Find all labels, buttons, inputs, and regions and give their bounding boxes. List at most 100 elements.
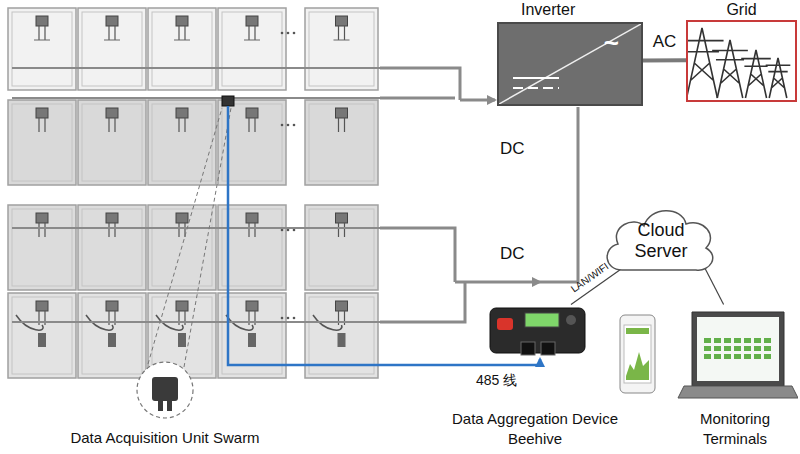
solar-panel (78, 8, 146, 90)
panel-lead (339, 118, 345, 132)
laptop-lid (692, 312, 784, 386)
junction-box (336, 213, 348, 223)
solar-panel (78, 205, 146, 290)
solar-panel (8, 205, 76, 290)
panel-lead (334, 40, 350, 41)
edge-label: AC (651, 33, 679, 52)
ellipsis-dot (281, 124, 284, 127)
panel-frame (152, 104, 212, 181)
screen-cell (754, 346, 761, 351)
phone-screen (624, 325, 651, 383)
panel-frame (309, 297, 374, 374)
laptop-base (678, 386, 798, 398)
panel-connector (248, 333, 256, 347)
ellipsis-dot (287, 229, 290, 232)
beehive-device (445, 300, 625, 370)
solar-panel (148, 100, 216, 185)
panel-frame (222, 12, 282, 86)
junction-box (176, 16, 188, 26)
junction-box (36, 108, 48, 118)
panel-frame (12, 104, 72, 181)
panel-frame (12, 209, 72, 286)
screen-cell (724, 354, 731, 359)
screen-cell (754, 338, 761, 343)
dc-symbol (513, 77, 559, 79)
pylon-group (688, 22, 795, 100)
aggregation-device-node: Data Aggregation Device Beehive (445, 300, 625, 452)
screen-cell (764, 346, 771, 351)
junction-box (176, 108, 188, 118)
ac-symbol: ~ (604, 28, 619, 59)
node-heading: Grid (686, 1, 797, 19)
acquisition-unit-icon (152, 377, 178, 401)
screen-cell (764, 338, 771, 343)
node-label: Data Acquisition Unit Swarm (30, 429, 300, 446)
screen-cell (704, 354, 711, 359)
junction-box (246, 16, 258, 26)
phone-chart (626, 352, 649, 380)
device-knob (566, 315, 576, 325)
solar-panel (8, 8, 76, 90)
junction-box (246, 301, 258, 311)
dc-wire (540, 107, 578, 282)
panel-frame (222, 209, 282, 286)
solar-panel (305, 205, 378, 290)
junction-box (176, 301, 188, 311)
pylon (766, 58, 791, 98)
swarm-callout (30, 355, 300, 425)
connector-line (643, 58, 686, 62)
panel-frame (12, 297, 72, 374)
solar-panel (305, 8, 378, 90)
screen-cell (704, 346, 711, 351)
panel-lead (34, 40, 50, 41)
panel-lead (174, 40, 190, 41)
panel-frame (222, 297, 282, 374)
screen-cell (724, 338, 731, 343)
acquisition-unit (222, 96, 234, 106)
panel-frame (82, 104, 142, 181)
panel-lead (39, 118, 45, 132)
junction-box (336, 16, 348, 26)
screen-cell (724, 346, 731, 351)
dc-arrow (460, 99, 495, 102)
dc-wire (380, 228, 465, 322)
junction-box (336, 108, 348, 118)
solar-panel (218, 8, 286, 90)
node-label: Data Aggregation Device Beehive (445, 409, 625, 448)
ellipsis-dot (281, 229, 284, 232)
panel-frame (82, 12, 142, 86)
panel-lead (109, 223, 115, 237)
junction-box (106, 16, 118, 26)
device-port (541, 342, 555, 355)
string-wire (12, 227, 380, 229)
monitoring-node: Monitoring Terminals (612, 300, 798, 452)
acquisition-swarm-node: Data Acquisition Unit Swarm (30, 355, 300, 452)
ellipsis-dot (293, 124, 296, 127)
cloud-node: Cloud Server (600, 200, 720, 278)
string-wire (12, 97, 380, 99)
panel-lead (249, 118, 255, 132)
panel-frame (82, 209, 142, 286)
panel-lead (179, 118, 185, 132)
panel-lead (249, 223, 255, 237)
screen-cell (754, 354, 761, 359)
grid-box (686, 20, 797, 102)
junction-box (36, 301, 48, 311)
ellipsis-dot (287, 124, 290, 127)
panel-lead (339, 223, 345, 237)
panel-connector (108, 333, 116, 347)
screen-cell (714, 338, 721, 343)
device-body (490, 308, 585, 353)
junction-box (36, 213, 48, 223)
grid-node: Grid (686, 0, 797, 102)
dc-arrow (455, 281, 540, 284)
dc-label: DC (500, 139, 525, 159)
inverter-diagonal (499, 24, 641, 104)
device-screen (525, 313, 559, 327)
dc-label: DC (500, 244, 525, 264)
laptop-screen (697, 317, 779, 381)
screen-cell (764, 354, 771, 359)
leader-line (148, 108, 231, 367)
panel-frame (222, 104, 282, 181)
